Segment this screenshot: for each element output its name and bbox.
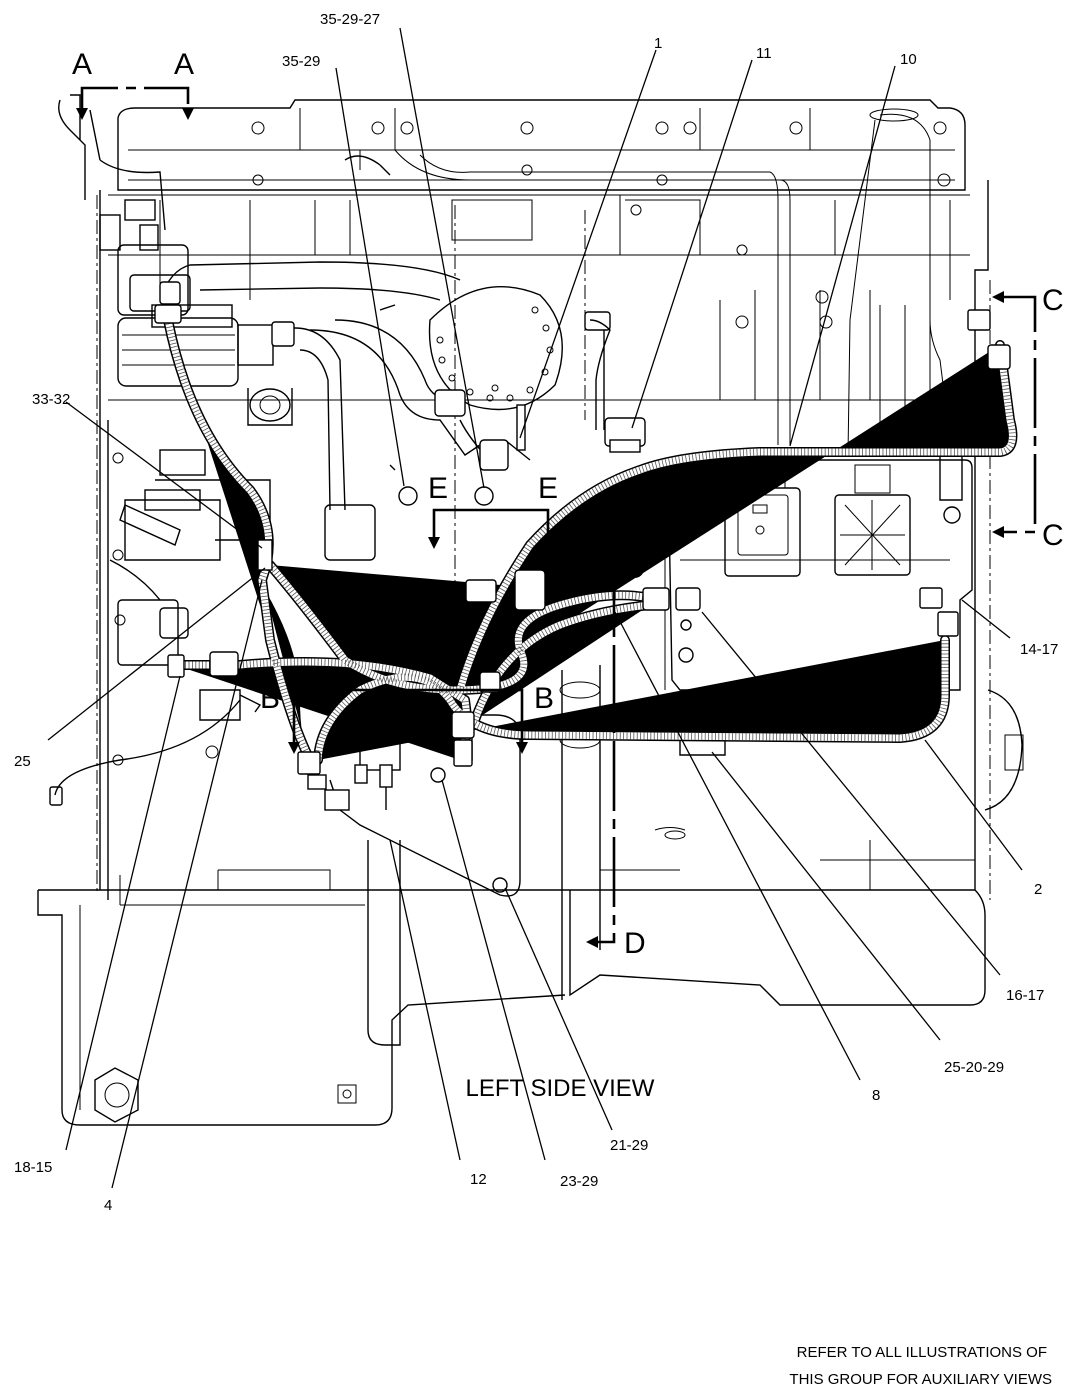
callout-1: 1 [654,35,662,52]
note-line-1: REFER TO ALL ILLUSTRATIONS OF [797,1344,1047,1361]
callout-35-29-27: 35-29-27 [320,11,380,28]
section-label-b-left: B [260,682,280,715]
callout-8: 8 [872,1087,880,1104]
section-label-a-left: A [72,48,92,81]
fittings [154,281,1011,811]
callout-33-32: 33-32 [32,391,70,408]
callout-25-20-29: 25-20-29 [944,1059,1004,1076]
callout-16-17: 16-17 [1006,987,1044,1004]
callout-12: 12 [470,1171,487,1188]
callout-23-29: 23-29 [560,1173,598,1190]
section-label-a-right: A [174,48,194,81]
note-line-2: THIS GROUP FOR AUXILIARY VIEWS [789,1371,1052,1388]
section-label-c-bottom: C [1042,519,1064,552]
callout-14-17: 14-17 [1020,641,1058,658]
callout-25: 25 [14,753,31,770]
section-label-d-top: D [624,552,646,585]
section-label-c-top: C [1042,284,1064,317]
section-markers: A A B B C C D D E E [72,48,1064,960]
callout-18-15: 18-15 [14,1159,52,1176]
section-label-d-bottom: D [624,927,646,960]
callout-35-29: 35-29 [282,53,320,70]
callout-21-29: 21-29 [610,1137,648,1154]
callout-labels: 35-29-27 35-29 1 11 10 33-32 25 14-17 2 … [14,11,1058,1214]
leader-lines [47,27,1023,1189]
callout-2: 2 [1034,881,1042,898]
section-label-e-right: E [538,472,558,505]
view-caption: LEFT SIDE VIEW [466,1075,655,1102]
callout-11: 11 [756,45,772,62]
section-label-b-right: B [534,682,554,715]
section-label-e-left: E [428,472,448,505]
hoses [168,320,1012,762]
callout-4: 4 [104,1197,112,1214]
callout-10: 10 [900,51,917,68]
